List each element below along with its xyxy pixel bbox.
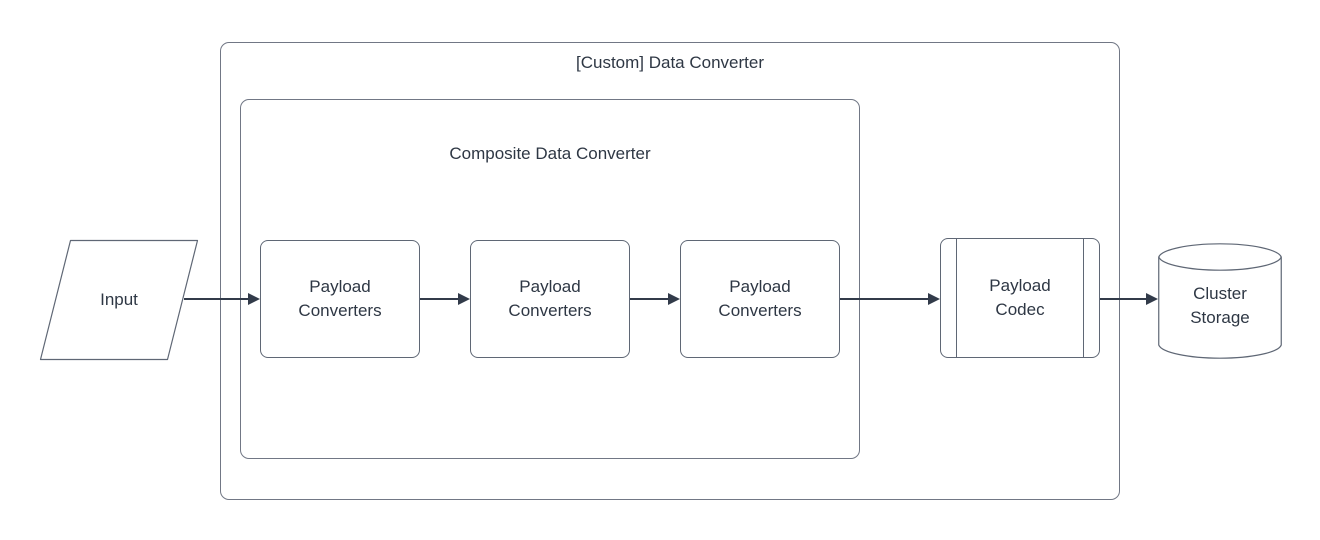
arrow-head-icon [928, 293, 940, 305]
arrow-head-icon [248, 293, 260, 305]
payload-converters-box-3: Payload Converters [680, 240, 840, 358]
composite-data-converter-container [240, 99, 860, 459]
arrow-shaft [840, 298, 930, 300]
custom-data-converter-title: [Custom] Data Converter [575, 53, 764, 72]
arrow-shaft [1100, 298, 1148, 300]
arrow-converter3-to-codec [840, 292, 940, 306]
arrow-head-icon [458, 293, 470, 305]
payload-codec-label: Payload Codec [989, 276, 1051, 319]
payload-converters-box-1: Payload Converters [260, 240, 420, 358]
arrow-shaft [184, 298, 250, 300]
input-node: Input [39, 239, 199, 361]
arrow-converter2-to-converter3 [630, 292, 680, 306]
arrow-input-to-converter1 [184, 292, 260, 306]
cylinder-shape [1158, 243, 1282, 359]
payload-codec-box: Payload Codec [940, 238, 1100, 358]
arrow-converter1-to-converter2 [420, 292, 470, 306]
arrow-head-icon [668, 293, 680, 305]
custom-data-converter-container [220, 42, 1120, 500]
payload-converters-label-3: Payload Converters [718, 277, 802, 320]
arrow-shaft [630, 298, 670, 300]
composite-data-converter-title: Composite Data Converter [449, 144, 651, 163]
arrow-head-icon [1146, 293, 1158, 305]
codec-left-bar [956, 239, 957, 357]
payload-converters-label-2: Payload Converters [508, 277, 592, 320]
cluster-storage-label: Cluster Storage [1190, 284, 1250, 327]
input-label: Input [100, 290, 138, 309]
payload-converters-label-1: Payload Converters [298, 277, 382, 320]
arrow-shaft [420, 298, 460, 300]
codec-right-bar [1083, 239, 1084, 357]
parallelogram-shape [39, 239, 199, 361]
payload-converters-box-2: Payload Converters [470, 240, 630, 358]
cluster-storage-node: Cluster Storage [1158, 242, 1282, 360]
arrow-codec-to-storage [1100, 292, 1158, 306]
